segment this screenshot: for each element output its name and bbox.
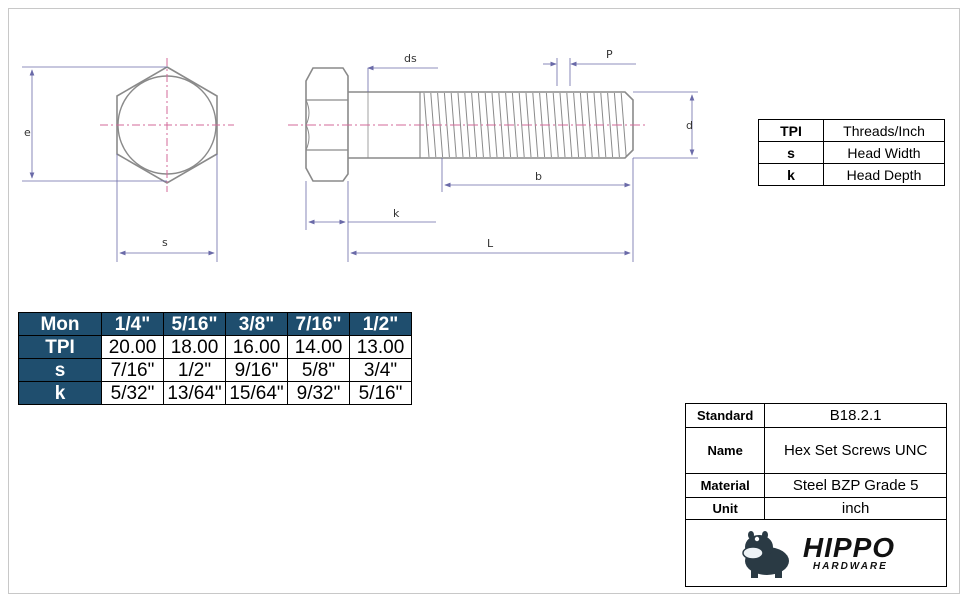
spec-row-logo: HIPPO HARDWARE [685, 519, 947, 587]
spec-value: Steel BZP Grade 5 [764, 473, 947, 498]
table-cell: 13.00 [349, 335, 412, 359]
logo-cell: HIPPO HARDWARE [685, 519, 947, 587]
size-table-header: Mon 1/4" 5/16" 3/8" 7/16" 1/2" [18, 312, 412, 336]
table-cell: 16.00 [225, 335, 288, 359]
hippo-icon [742, 531, 789, 578]
spec-key: Name [684, 427, 766, 474]
spec-key: Material [684, 473, 766, 498]
spec-value: B18.2.1 [764, 403, 947, 428]
table-cell: 20.00 [101, 335, 164, 359]
row-label: s [18, 358, 102, 382]
dim-label-s: s [162, 236, 168, 249]
legend-row: k Head Depth [758, 163, 945, 186]
brand-wordmark: HIPPO HARDWARE [803, 534, 895, 572]
legend-key: s [758, 141, 824, 164]
brand-subtitle: HARDWARE [812, 561, 888, 572]
dim-label-k: k [393, 207, 400, 220]
table-cell: 9/16" [225, 358, 288, 382]
size-header-cell: 1/4" [101, 312, 164, 336]
table-row: s 7/16" 1/2" 9/16" 5/8" 3/4" [18, 358, 412, 382]
size-header-cell: 1/2" [349, 312, 412, 336]
spec-row-name: Name Hex Set Screws UNC [684, 427, 947, 474]
size-header-cell: 7/16" [287, 312, 350, 336]
dim-label-b: b [535, 170, 542, 183]
spec-table: Standard B18.2.1 Name Hex Set Screws UNC… [684, 403, 947, 587]
bolt-side-view [288, 58, 698, 262]
table-cell: 5/8" [287, 358, 350, 382]
dim-label-d: d [686, 119, 693, 132]
legend-key: k [758, 163, 824, 186]
table-cell: 13/64" [163, 381, 226, 405]
spec-row-standard: Standard B18.2.1 [684, 403, 947, 428]
table-cell: 3/4" [349, 358, 412, 382]
table-cell: 18.00 [163, 335, 226, 359]
legend-row: s Head Width [758, 141, 945, 164]
dim-label-e: e [24, 126, 31, 139]
table-cell: 15/64" [225, 381, 288, 405]
table-row: k 5/32" 13/64" 15/64" 9/32" 5/16" [18, 381, 412, 405]
brand-logo: HIPPO HARDWARE [686, 527, 946, 579]
spec-key: Unit [684, 497, 766, 520]
spec-value: Hex Set Screws UNC [764, 427, 947, 474]
legend-row: TPI Threads/Inch [758, 119, 945, 142]
brand-name: HIPPO [802, 532, 896, 563]
size-header-cell: Mon [18, 312, 102, 336]
spec-key: Standard [684, 403, 766, 428]
size-table: Mon 1/4" 5/16" 3/8" 7/16" 1/2" TPI 20.00… [18, 312, 412, 405]
spec-row-material: Material Steel BZP Grade 5 [684, 473, 947, 498]
dim-label-L: L [487, 237, 494, 250]
row-label: TPI [18, 335, 102, 359]
legend-value: Threads/Inch [823, 119, 945, 142]
spec-value: inch [764, 497, 947, 520]
dim-label-P: P [606, 48, 613, 61]
legend-table: TPI Threads/Inch s Head Width k Head Dep… [758, 119, 945, 186]
page-frame [8, 8, 960, 594]
table-row: TPI 20.00 18.00 16.00 14.00 13.00 [18, 335, 412, 359]
dim-label-ds: ds [404, 52, 417, 65]
table-cell: 7/16" [101, 358, 164, 382]
table-cell: 5/16" [349, 381, 412, 405]
table-cell: 1/2" [163, 358, 226, 382]
spec-row-unit: Unit inch [684, 497, 947, 520]
size-header-cell: 3/8" [225, 312, 288, 336]
legend-value: Head Depth [823, 163, 945, 186]
legend-value: Head Width [823, 141, 945, 164]
table-cell: 14.00 [287, 335, 350, 359]
row-label: k [18, 381, 102, 405]
size-header-cell: 5/16" [163, 312, 226, 336]
table-cell: 5/32" [101, 381, 164, 405]
legend-key: TPI [758, 119, 824, 142]
hex-head-end-view [22, 58, 234, 262]
table-cell: 9/32" [287, 381, 350, 405]
